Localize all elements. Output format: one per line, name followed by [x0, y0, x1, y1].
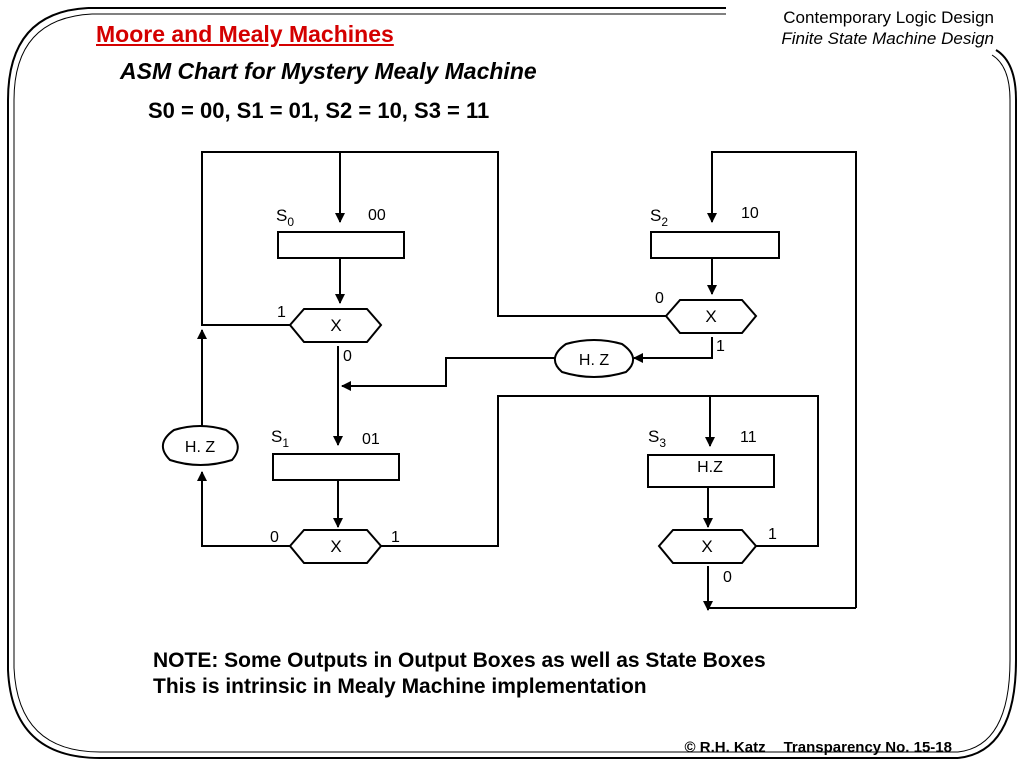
s1-x1-to-s3-line: [380, 395, 712, 547]
decision-true-s1: 1: [391, 529, 400, 546]
state-encoding: S0 = 00, S1 = 01, S2 = 10, S3 = 11: [148, 98, 490, 123]
note-line-1: NOTE: Some Outputs in Output Boxes as we…: [153, 649, 766, 672]
s2-x0-to-s0-line: [346, 151, 666, 317]
decision-label-s2: X: [705, 307, 716, 326]
decision-true-s2: 1: [716, 338, 725, 355]
state-s2: S2 10: [650, 205, 780, 259]
decision-false-s0: 0: [343, 348, 352, 365]
decision-box-s0: [288, 308, 383, 343]
state-s0: S0 00: [276, 206, 405, 259]
decision-label-s0: X: [330, 316, 341, 335]
decision-s1: X 1 0: [270, 529, 400, 564]
decision-false-s1: 0: [270, 529, 279, 546]
s3-x1-loop-line: [712, 395, 819, 547]
decision-true-s3: 1: [768, 526, 777, 543]
copyright-text: © R.H. Katz: [684, 739, 766, 756]
state-box-s3: [647, 454, 775, 488]
decision-true-s0: 1: [277, 304, 286, 321]
slide-title: Moore and Mealy Machines: [96, 21, 394, 47]
s2-entry-line: [707, 151, 857, 608]
note-line-2: This is intrinsic in Mealy Machine imple…: [153, 675, 647, 698]
state-code-s2: 10: [741, 205, 759, 222]
state-name-s0: S0: [276, 206, 294, 229]
state-code-s1: 01: [362, 431, 380, 448]
decision-box-s2: [664, 299, 758, 334]
state-box-s0: [277, 231, 405, 259]
state-box-s1: [272, 453, 400, 481]
decision-label-s1: X: [330, 537, 341, 556]
state-code-s3: 11: [740, 429, 757, 446]
conditional-output-left: H. Z: [162, 425, 239, 466]
course-title: Contemporary Logic Design: [783, 8, 994, 27]
state-box-s2: [650, 231, 780, 259]
transparency-number: Transparency No. 15-18: [783, 739, 952, 756]
decision-s3: X 1 0: [657, 526, 777, 586]
chart-heading: ASM Chart for Mystery Mealy Machine: [120, 58, 537, 84]
conditional-output-middle: H. Z: [554, 339, 634, 378]
conditional-output-middle-label: H. Z: [579, 352, 609, 369]
decision-false-s3: 0: [723, 569, 732, 586]
state-s3: S3 11 H.Z: [647, 427, 775, 488]
state-name-s2: S2: [650, 206, 668, 229]
decision-false-s2: 0: [655, 290, 664, 307]
state-output-s3: H.Z: [697, 459, 723, 476]
state-code-s0: 00: [368, 207, 386, 224]
s1-x0-to-output-line: [197, 471, 290, 547]
connection-lines: [197, 151, 857, 611]
state-s1: S1 01: [271, 427, 400, 481]
decision-box-s1: [288, 529, 383, 564]
course-subtitle: Finite State Machine Design: [781, 29, 994, 48]
footer-copyright: © R.H. Katz Transparency No. 15-18: [685, 739, 952, 756]
state-name-s3: S3: [648, 427, 666, 450]
conditional-output-middle-shape: [554, 339, 634, 378]
decision-s2: X 1 0: [655, 290, 758, 355]
decision-label-s3: X: [701, 537, 712, 556]
conditional-output-left-shape: [162, 425, 239, 466]
s2-x1-to-output-line: [633, 337, 713, 363]
conditional-output-left-label: H. Z: [185, 439, 215, 456]
state-name-s1: S1: [271, 427, 289, 450]
s0-x1-loop-line: [201, 151, 346, 326]
middle-output-to-s1-line: [341, 357, 556, 391]
decision-s0: X 1 0: [277, 304, 383, 365]
decision-box-s3: [657, 529, 758, 564]
